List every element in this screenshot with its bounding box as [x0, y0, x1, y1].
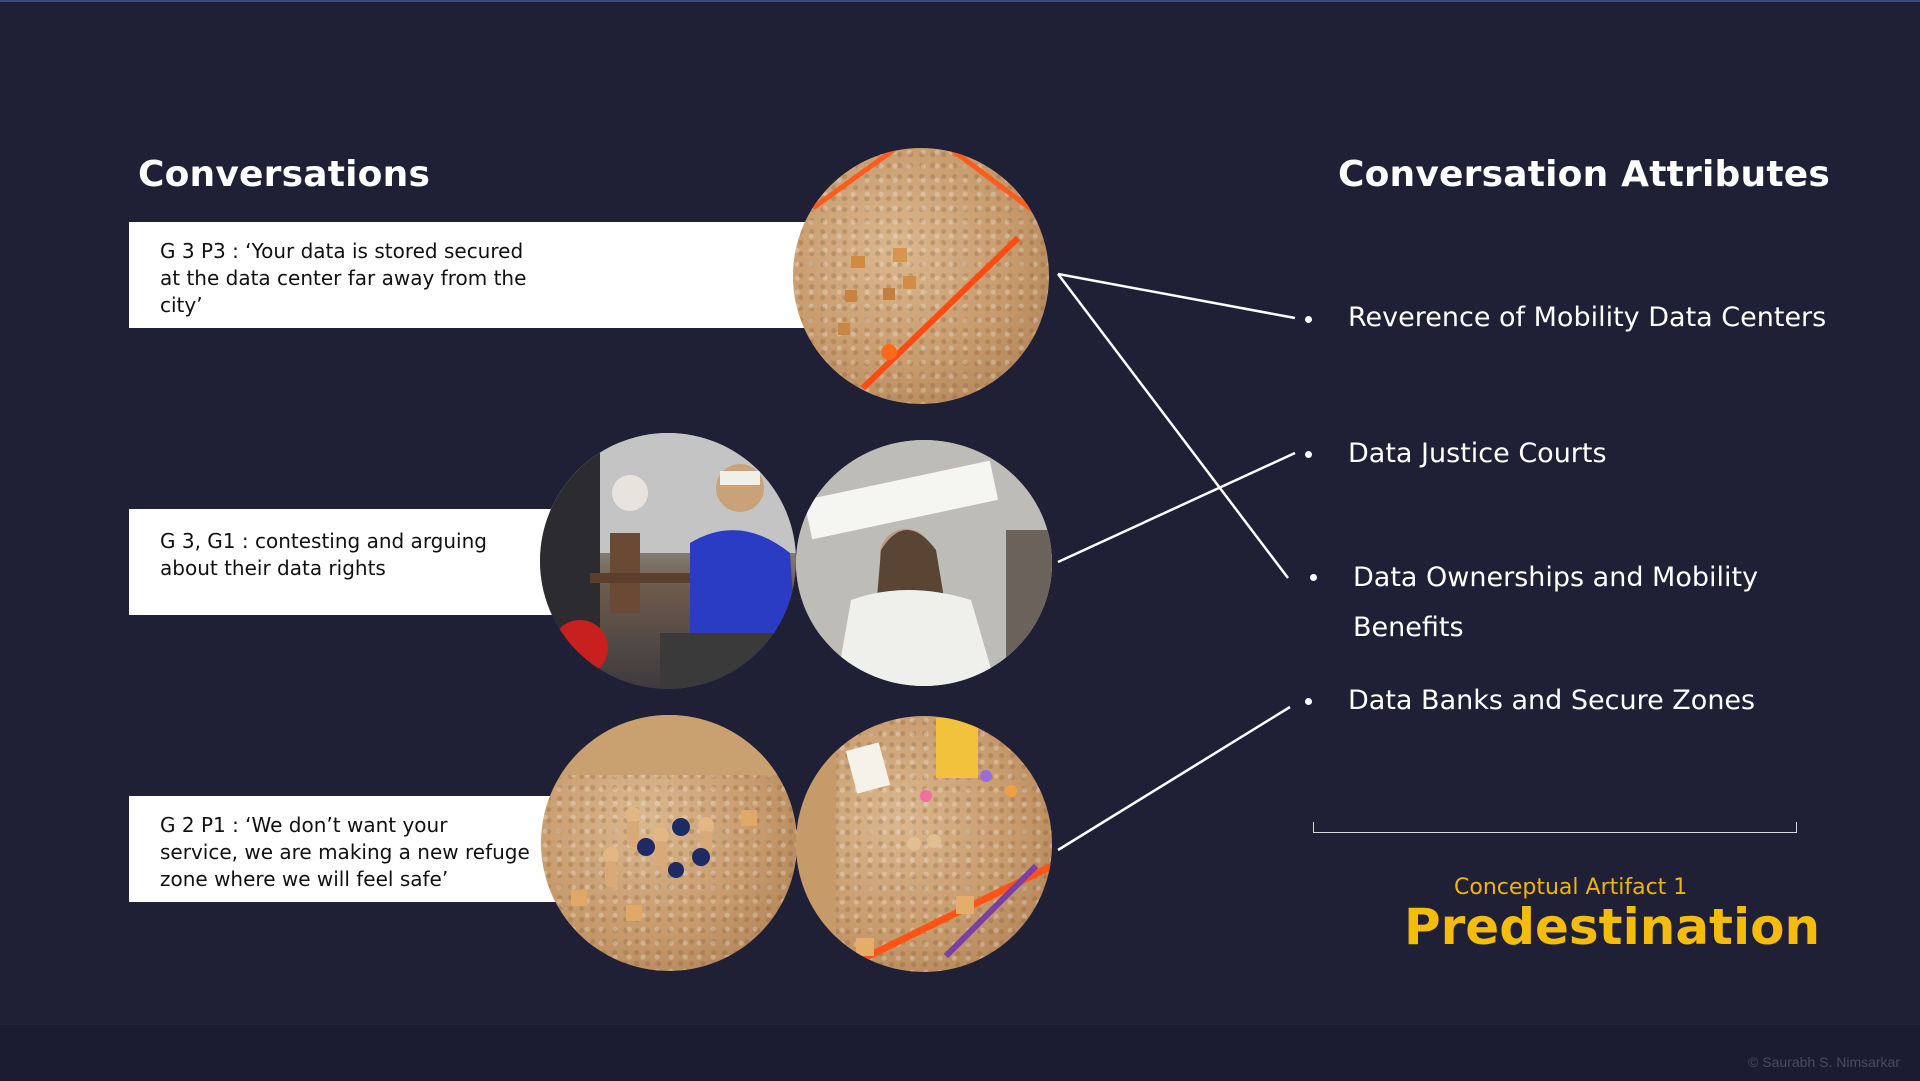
artifact-title: Predestination [1404, 898, 1821, 956]
attributes-heading: Conversation Attributes [1338, 154, 1831, 195]
attribute-bullet-2 [1305, 451, 1312, 458]
conversations-heading: Conversations [138, 154, 431, 195]
conversation-quote-2: G 3, G1 : contesting and arguing about t… [129, 509, 599, 615]
attribute-item-1: Reverence of Mobility Data Centers [1348, 302, 1827, 333]
artifact-label: Conceptual Artifact 1 [1454, 875, 1688, 900]
sand-tray-photo-1 [793, 148, 1049, 404]
attribute-bullet-3 [1310, 574, 1317, 581]
attribute-item-2: Data Justice Courts [1348, 438, 1607, 469]
copyright-text: © Saurabh S. Nimsarkar [1748, 1054, 1900, 1070]
conversation-quote-3: G 2 P1 : ‘We don’t want your service, we… [129, 796, 599, 902]
attribute-bullet-4 [1305, 698, 1312, 705]
protest-sign-photo [796, 440, 1052, 686]
attribute-bracket-divider [1313, 822, 1797, 833]
top-border [0, 0, 1920, 2]
secure-zone-sand-photo [796, 716, 1052, 972]
conversation-quote-1: G 3 P3 : ‘Your data is stored secured at… [129, 222, 829, 328]
conversation-quote-1-text: G 3 P3 : ‘Your data is stored secured at… [160, 239, 527, 317]
attribute-item-4: Data Banks and Secure Zones [1348, 685, 1756, 716]
conversation-quote-2-text: G 3, G1 : contesting and arguing about t… [160, 529, 487, 580]
attribute-bullet-1 [1305, 316, 1312, 323]
footer-bar [0, 1024, 1920, 1081]
refuge-zone-sand-photo [541, 715, 797, 971]
attribute-item-3: Data Ownerships and Mobility Benefits [1353, 562, 1759, 643]
conversation-quote-3-text: G 2 P1 : ‘We don’t want your service, we… [160, 813, 530, 891]
participants-role-play-photo [540, 433, 796, 689]
